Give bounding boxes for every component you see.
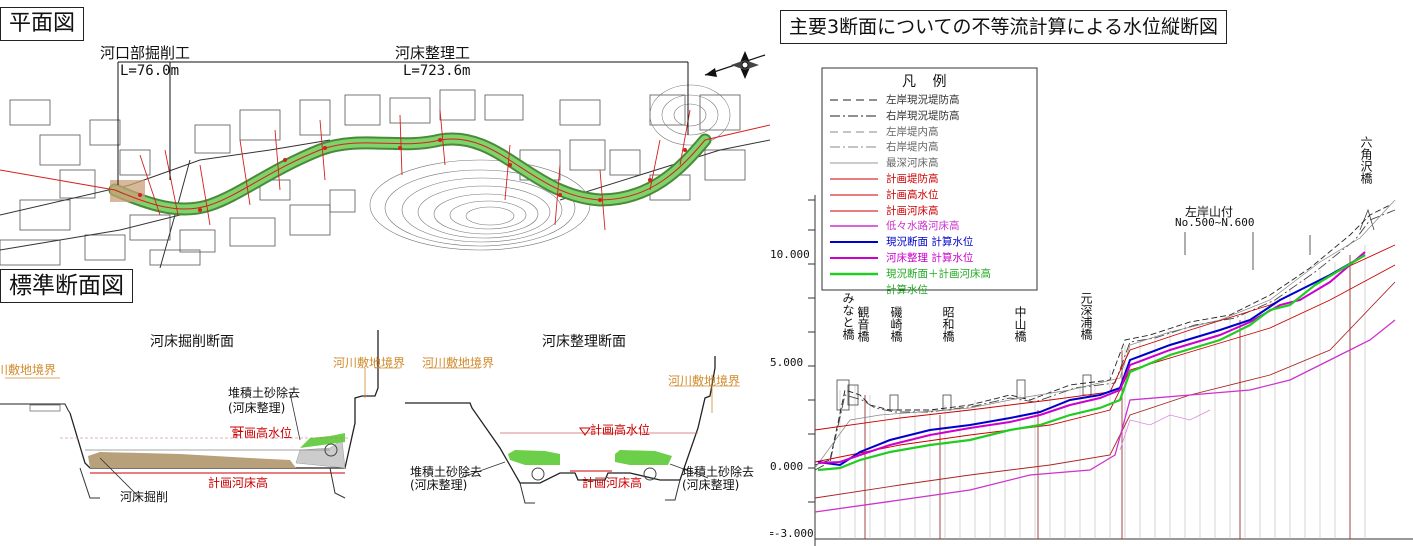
legend-item: 現況断面 計算水位 bbox=[822, 234, 1037, 250]
right-sediment-left-label: 堆積土砂除去 bbox=[410, 465, 483, 479]
right-bed-label: 計画河床高 bbox=[582, 476, 643, 490]
legend-swatch bbox=[830, 257, 878, 259]
excavation-label: 河床掘削 bbox=[120, 490, 169, 504]
left-boundary-label: 河川敷地境界 bbox=[0, 363, 57, 377]
legend: 凡 例 左岸現況堤防高右岸現況堤防高左岸堤内高右岸堤内高最深河床高計画堤防高計画… bbox=[822, 68, 1037, 296]
excavation-section-shape bbox=[0, 330, 400, 499]
left-hwl-label: 計画高水位 bbox=[232, 426, 293, 440]
left-bed-label: 計画河床高 bbox=[208, 476, 269, 490]
sediment-removal-label: 堆積土砂除去 bbox=[228, 386, 301, 400]
legend-item: 右岸現況堤防高 bbox=[822, 108, 1037, 124]
legend-label: 右岸堤内高 bbox=[886, 141, 939, 154]
legend-item: 低々水路河床高 bbox=[822, 218, 1037, 234]
bridge-label-showa: 昭和橋 bbox=[941, 306, 955, 342]
legend-swatch bbox=[830, 99, 878, 101]
y-label-5: 5.000 bbox=[770, 356, 804, 369]
legend-item: 現況断面＋計画河床高 bbox=[822, 266, 1037, 282]
legend-label: 左岸堤内高 bbox=[886, 125, 939, 138]
profile-panel: 主要3断面についての不等流計算による水位縦断図 凡 例 左岸現況堤防高右岸現況堤… bbox=[770, 0, 1413, 546]
section1-name: 河口部掘削工 bbox=[100, 44, 191, 62]
annotation-line1: 左岸山付 bbox=[1185, 205, 1234, 219]
legend-swatch bbox=[830, 162, 878, 164]
bridge-label-rokkakusawa: 六角沢橋 bbox=[1359, 136, 1373, 184]
legend-item: 左岸堤内高 bbox=[822, 124, 1037, 140]
legend-label: 左岸現況堤防高 bbox=[886, 94, 960, 106]
legend-label: 現況断面＋計画河床高 bbox=[886, 267, 991, 280]
section1-length: L=76.0m bbox=[120, 63, 180, 79]
legend-label: 河床整理 計算水位 bbox=[886, 252, 974, 264]
section2-name: 河床整理工 bbox=[395, 44, 471, 62]
legend-swatch bbox=[830, 194, 878, 196]
excavation-section-title: 河床掘削断面 bbox=[150, 334, 234, 350]
legend-label-line2: 計算水位 bbox=[886, 283, 928, 296]
legend-item: 最深河床高 bbox=[822, 155, 1037, 171]
standard-section-panel: 標準断面図 河床掘削断面 河川敷地境界 河川敷地境界 堆積土砂除去 (河床整理)… bbox=[0, 268, 770, 546]
right-sec-right-boundary-label: 河川敷地境界 bbox=[668, 374, 741, 388]
riverbed-arrangement-title: 河床整理断面 bbox=[542, 334, 626, 350]
plan-view-panel: 平面図 河口部掘削工 L=76.0m 河床整理工 L=723.6m bbox=[0, 0, 770, 268]
legend-title: 凡 例 bbox=[902, 74, 953, 90]
legend-item: 計画堤防高 bbox=[822, 171, 1037, 187]
legend-label: 最深河床高 bbox=[886, 157, 939, 170]
plan-view-drawing bbox=[0, 0, 770, 268]
legend-item: 左岸現況堤防高 bbox=[822, 92, 1037, 108]
bridge-label-isozaki: 磯崎橋 bbox=[889, 306, 903, 342]
legend-label: 現況断面 計算水位 bbox=[886, 236, 974, 249]
annotation-line2: No.500~N.600 bbox=[1175, 216, 1255, 229]
right-boundary-label: 河川敷地境界 bbox=[333, 356, 406, 370]
y-label-datum: DL=-3.000 bbox=[770, 527, 814, 540]
legend-label: 計画河床高 bbox=[886, 204, 939, 217]
legend-swatch bbox=[830, 115, 878, 117]
right-sediment-right-sub-label: (河床整理) bbox=[682, 478, 740, 492]
standard-section-drawing bbox=[0, 268, 770, 546]
legend-label: 計画高水位 bbox=[886, 188, 939, 201]
legend-swatch bbox=[830, 210, 878, 212]
bridge-label-motofukaura: 元深浦橋 bbox=[1079, 292, 1093, 340]
profile-title: 主要3断面についての不等流計算による水位縦断図 bbox=[780, 10, 1227, 44]
standard-section-title: 標準断面図 bbox=[0, 269, 133, 303]
legend-swatch bbox=[830, 225, 878, 228]
north-arrow-icon bbox=[704, 51, 766, 79]
sediment-removal-sub-label: (河床整理) bbox=[228, 401, 286, 415]
bridge-label-kannon: 観音橋 bbox=[856, 306, 870, 342]
legend-item: 河床整理 計算水位 bbox=[822, 250, 1037, 266]
legend-swatch bbox=[830, 272, 878, 276]
bridge-label-nakayama: 中山橋 bbox=[1013, 306, 1027, 342]
legend-swatch bbox=[830, 146, 878, 148]
legend-label: 計画堤防高 bbox=[886, 173, 939, 185]
right-hwl-label: 計画高水位 bbox=[590, 423, 651, 437]
legend-swatch bbox=[830, 131, 878, 133]
bridge-label-minato: みなと橋 bbox=[841, 292, 855, 340]
right-sediment-left-sub-label: (河床整理) bbox=[410, 478, 468, 492]
legend-swatch bbox=[830, 241, 878, 244]
legend-label: 右岸現況堤防高 bbox=[886, 109, 960, 122]
legend-label: 低々水路河床高 bbox=[886, 220, 960, 233]
y-label-10: 10.000 bbox=[770, 248, 810, 261]
plan-view-title: 平面図 bbox=[0, 7, 85, 41]
riverbed-arrangement-section-shape bbox=[405, 356, 740, 504]
y-label-0: 0.000 bbox=[770, 460, 804, 473]
right-sediment-right-label: 堆積土砂除去 bbox=[682, 465, 755, 479]
legend-swatch bbox=[830, 178, 878, 180]
right-sec-left-boundary-label: 河川敷地境界 bbox=[422, 356, 495, 370]
section2-length: L=723.6m bbox=[403, 63, 471, 79]
legend-item: 計画河床高 bbox=[822, 203, 1037, 219]
legend-item: 計画高水位 bbox=[822, 187, 1037, 203]
legend-item: 右岸堤内高 bbox=[822, 139, 1037, 155]
